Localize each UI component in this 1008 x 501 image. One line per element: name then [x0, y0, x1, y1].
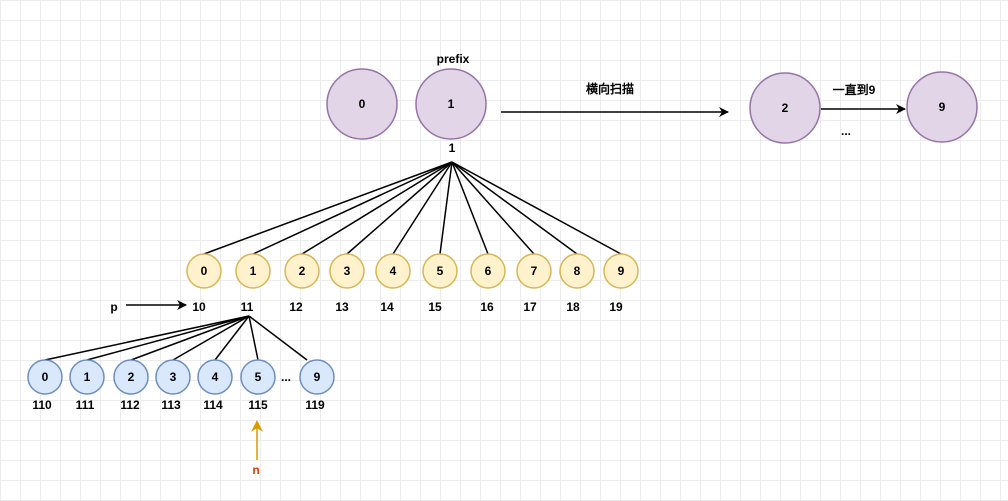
level1-edge — [392, 161, 453, 255]
level1-node-label: 2 — [299, 264, 306, 278]
level2-node: 9 — [299, 359, 335, 395]
level2-edge — [248, 315, 259, 361]
level2-value: 113 — [161, 398, 181, 412]
level1-node: 1 — [235, 253, 271, 289]
level1-node-label: 9 — [618, 264, 625, 278]
level1-edges — [203, 161, 622, 255]
level1-node-label: 5 — [437, 264, 444, 278]
level2-value: 112 — [120, 398, 140, 412]
level1-value: 14 — [380, 300, 394, 314]
level1-edge — [451, 161, 578, 255]
level2-nodes: 0 1 2 3 4 5 9 — [27, 359, 335, 395]
level2-ellipsis: ... — [281, 370, 291, 384]
level1-node-label: 1 — [250, 264, 257, 278]
level1-value: 12 — [289, 300, 303, 314]
until-9-label: 一直到9 — [833, 82, 876, 97]
level1-edge — [346, 161, 453, 255]
top-node-1-label: 1 — [448, 97, 455, 111]
level1-node: 7 — [516, 253, 552, 289]
level1-node: 3 — [329, 253, 365, 289]
level1-edge — [451, 161, 489, 255]
level2-node-label: 9 — [314, 370, 321, 384]
level2-value: 115 — [248, 398, 268, 412]
top-ellipsis: ... — [841, 124, 851, 138]
level1-value: 15 — [428, 300, 442, 314]
level1-value: 16 — [480, 300, 494, 314]
level2-edge — [130, 315, 250, 361]
level2-node-label: 0 — [42, 370, 49, 384]
level1-value: 19 — [609, 300, 623, 314]
n-pointer-label: n — [252, 463, 259, 477]
level1-node: 5 — [422, 253, 458, 289]
level1-node-label: 6 — [485, 264, 492, 278]
level1-value: 18 — [566, 300, 580, 314]
level2-edge — [248, 315, 308, 361]
level2-node: 0 — [27, 359, 63, 395]
level1-value: 17 — [523, 300, 537, 314]
level2-value: 114 — [203, 398, 223, 412]
level1-node-label: 8 — [574, 264, 581, 278]
top-node-2-label: 2 — [782, 101, 789, 115]
level1-value: 11 — [241, 300, 254, 314]
level2-edges — [44, 315, 308, 361]
level1-nodes: 0 1 2 3 4 5 6 7 8 9 — [186, 253, 639, 289]
top-node-9: 9 — [906, 71, 978, 143]
level2-value: 110 — [32, 398, 52, 412]
level1-node-label: 0 — [201, 264, 208, 278]
level2-node: 4 — [197, 359, 233, 395]
level1-node: 8 — [559, 253, 595, 289]
level2-node: 2 — [113, 359, 149, 395]
top-node-9-label: 9 — [939, 100, 946, 114]
level2-node: 1 — [69, 359, 105, 395]
level1-edge — [203, 161, 453, 255]
level2-node: 3 — [155, 359, 191, 395]
scan-label: 横向扫描 — [586, 81, 634, 96]
level2-edge — [214, 315, 250, 361]
top-node-prefix: 1 — [415, 68, 487, 140]
level2-edge — [172, 315, 250, 361]
level1-node-label: 4 — [390, 264, 397, 278]
level1-node: 2 — [284, 253, 320, 289]
level1-node: 9 — [603, 253, 639, 289]
level1-node: 4 — [375, 253, 411, 289]
level2-value: 119 — [305, 398, 325, 412]
level1-edge — [252, 161, 453, 255]
level2-node-label: 5 — [255, 370, 262, 384]
level2-edge — [44, 315, 250, 361]
level2-edge — [86, 315, 250, 361]
level1-edge — [439, 161, 453, 255]
prefix-label: prefix — [437, 52, 470, 66]
level1-node: 6 — [470, 253, 506, 289]
level2-values: 110 111 112 113 114 115 119 — [32, 398, 325, 412]
level1-edge — [301, 161, 453, 255]
level1-node-label: 3 — [344, 264, 351, 278]
top-node-0: 0 — [326, 68, 398, 140]
level1-value: 13 — [335, 300, 349, 314]
level2-node-label: 3 — [170, 370, 177, 384]
level2-node: 5 — [240, 359, 276, 395]
level1-node: 0 — [186, 253, 222, 289]
p-pointer-label: p — [110, 300, 117, 314]
level1-node-label: 7 — [531, 264, 538, 278]
level2-value: 111 — [76, 398, 95, 412]
level1-value: 10 — [192, 300, 206, 314]
level1-edge — [451, 161, 622, 255]
top-node-2: 2 — [749, 72, 821, 144]
level2-node-label: 2 — [128, 370, 135, 384]
level1-edge — [451, 161, 535, 255]
level2-node-label: 1 — [84, 370, 91, 384]
level1-values: 10 11 12 13 14 15 16 17 18 19 — [192, 300, 623, 314]
level2-node-label: 4 — [212, 370, 219, 384]
root-value-label: 1 — [449, 141, 456, 155]
top-node-0-label: 0 — [359, 97, 366, 111]
